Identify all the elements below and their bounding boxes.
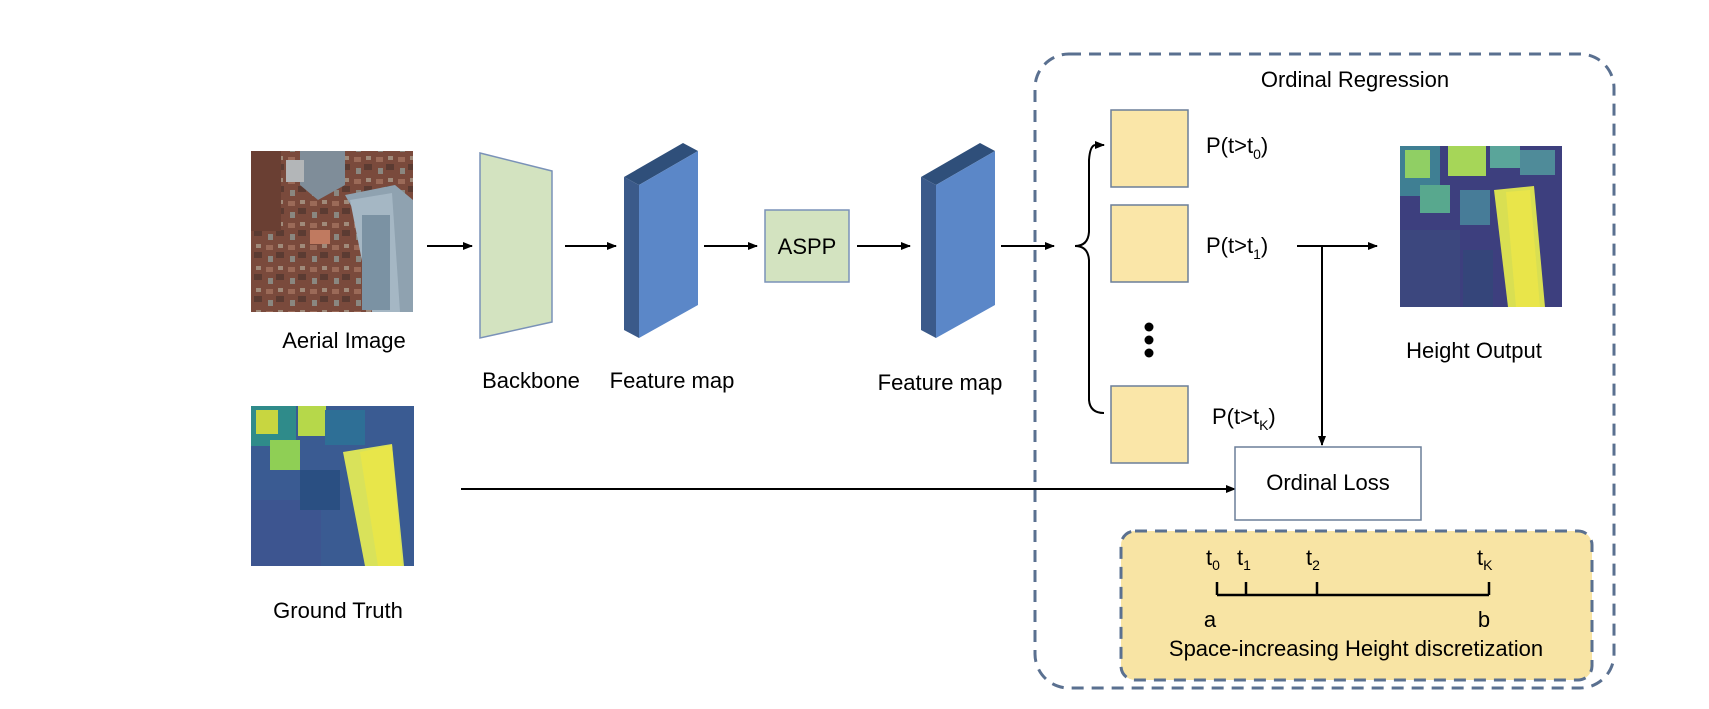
feature-map-2-block	[921, 143, 995, 338]
discretization-caption: Space-increasing Height discretization	[1169, 636, 1543, 661]
axis-end-label: b	[1478, 607, 1490, 632]
discretization-axis	[1215, 582, 1491, 597]
aspp-block	[764, 209, 850, 283]
discretization-panel	[1119, 529, 1594, 682]
tick-label-t0: t0	[1206, 545, 1220, 573]
aspp-label: ASPP	[778, 234, 837, 259]
probability-label-k: P(t>tK)	[1212, 404, 1276, 433]
height-output-label: Height Output	[1406, 338, 1542, 363]
ordinal-regression-panel	[1033, 52, 1616, 690]
backbone-block	[479, 152, 553, 339]
curly-brace-icon	[1074, 144, 1105, 414]
aerial-rgb-image	[251, 151, 413, 312]
probability-box-k	[1110, 385, 1189, 464]
probability-label-0: P(t>t0)	[1206, 133, 1268, 162]
probability-box-0	[1110, 109, 1189, 188]
tick-label-t1: t1	[1237, 545, 1251, 573]
ground-truth-heightmap	[251, 406, 414, 566]
tick-label-t2: t2	[1306, 545, 1320, 573]
feature-map-2-label: Feature map	[878, 370, 1003, 395]
ground-truth-label: Ground Truth	[273, 598, 403, 623]
probability-label-1: P(t>t1)	[1206, 233, 1268, 262]
vertical-ellipsis-icon	[1144, 322, 1154, 358]
probability-box-1	[1110, 204, 1189, 283]
ordinal-loss-label: Ordinal Loss	[1266, 470, 1390, 495]
height-output-heightmap	[1400, 146, 1562, 307]
ordinal-regression-title: Ordinal Regression	[1261, 67, 1449, 92]
aerial-image-label: Aerial Image	[282, 328, 406, 353]
ordinal-loss-box	[1234, 446, 1422, 521]
axis-start-label: a	[1204, 607, 1217, 632]
feature-map-1-block	[624, 143, 698, 338]
feature-map-1-label: Feature map	[610, 368, 735, 393]
tick-label-tk: tK	[1477, 545, 1493, 573]
backbone-label: Backbone	[482, 368, 580, 393]
